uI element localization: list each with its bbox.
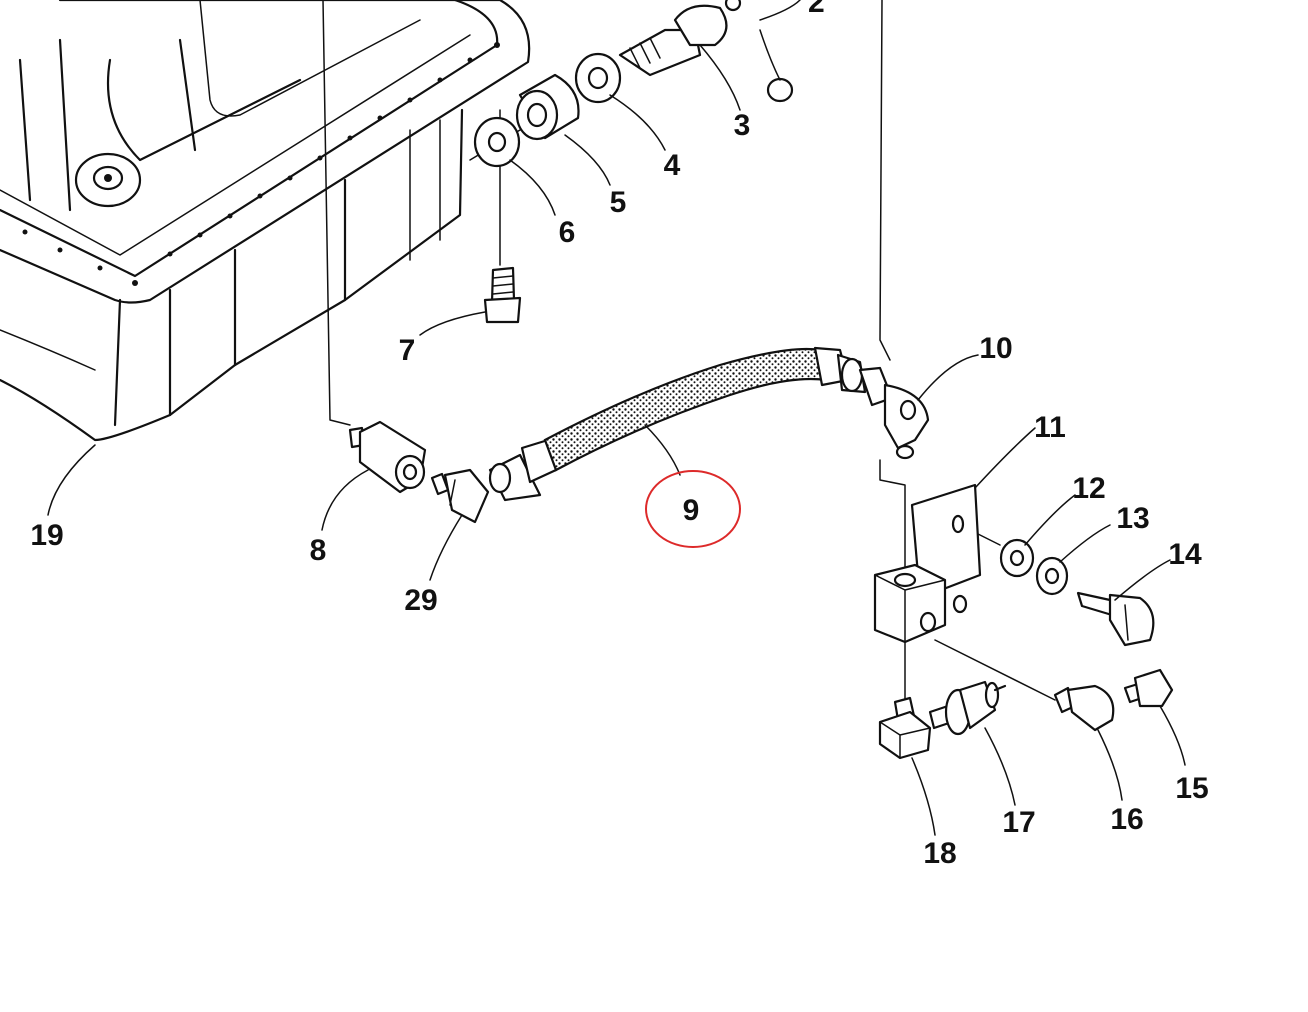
washer-2	[724, 0, 794, 103]
adapter-8	[348, 420, 427, 494]
callout-8: 8	[310, 534, 327, 567]
callout-29: 29	[404, 584, 437, 617]
leader-lines	[47, 0, 1186, 836]
washer-13	[1035, 556, 1069, 596]
callout-5: 5	[610, 186, 627, 219]
sender-17	[928, 680, 1007, 736]
drain-plug	[74, 152, 142, 208]
callout-4: 4	[664, 149, 681, 182]
callout-16: 16	[1110, 803, 1143, 836]
hose-9	[488, 346, 867, 502]
washer-4	[574, 52, 622, 104]
callout-3: 3	[734, 109, 751, 142]
elbow-18	[878, 696, 932, 760]
callout-15: 15	[1175, 772, 1208, 805]
oil-pan	[0, 0, 531, 442]
callout-18: 18	[923, 837, 956, 870]
callout-7: 7	[399, 334, 416, 367]
plug-15	[1123, 668, 1174, 708]
callout-12: 12	[1072, 472, 1105, 505]
callout-11: 11	[1034, 411, 1066, 444]
callout-17: 17	[1002, 806, 1035, 839]
bolt-3	[618, 4, 728, 77]
washer-6	[473, 116, 521, 168]
elbow-16	[1053, 684, 1115, 732]
flange-bolt-holes	[22, 42, 500, 286]
elbow-29	[430, 468, 490, 524]
callout-9: 9	[683, 494, 700, 527]
callout-6: 6	[559, 216, 576, 249]
callout-2: 2	[808, 0, 825, 19]
callout-labels: 2 3 4 5 6 7 8 9 10 11 12 13 14 15 16 17 …	[30, 0, 1208, 870]
highlight-circle	[645, 470, 741, 548]
bolt-14	[1076, 591, 1155, 647]
callout-13: 13	[1116, 502, 1149, 535]
callout-14: 14	[1168, 538, 1202, 571]
callout-19: 19	[30, 519, 63, 552]
bolt-7	[483, 266, 522, 324]
bracket-11	[873, 483, 982, 644]
elbow-10	[858, 366, 930, 460]
callout-10: 10	[979, 332, 1012, 365]
sleeve-5	[515, 73, 580, 141]
washer-12	[999, 538, 1035, 578]
